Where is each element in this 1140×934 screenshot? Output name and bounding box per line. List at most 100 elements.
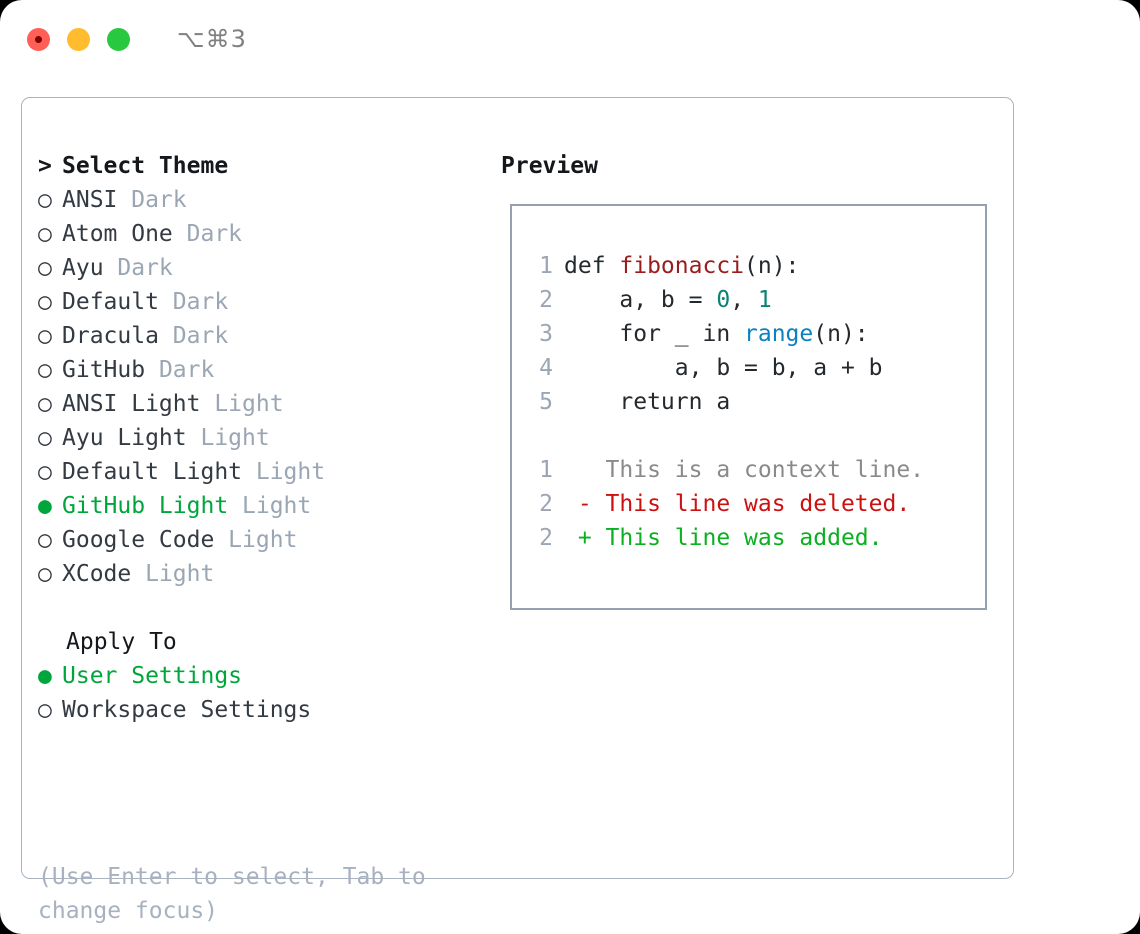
theme-option-row[interactable]: ○ Google Code Light (38, 523, 488, 557)
diff-line-number: 2 (539, 525, 553, 551)
theme-option-name: Default Light (62, 459, 243, 485)
radio-unselected-icon: ○ (38, 255, 52, 281)
theme-option-row[interactable]: ○ Default Light Light (38, 455, 488, 489)
code-blank-line (531, 419, 924, 453)
radio-unselected-icon: ○ (38, 425, 52, 451)
radio-unselected-icon: ○ (38, 527, 52, 553)
theme-option-row[interactable]: ○ Ayu Light Light (38, 421, 488, 455)
theme-option-row[interactable]: ○ GitHub Dark (38, 353, 488, 387)
theme-option-row[interactable]: ● GitHub Light Light (38, 489, 488, 523)
main-panel: >Select Theme ○ANSI Dark○Atom One Dark○A… (21, 97, 1014, 924)
diff-line-text: + This line was added. (564, 525, 883, 551)
code-token-num: 0 (716, 287, 731, 313)
code-token-plain: , (730, 287, 758, 313)
theme-option-variant: Dark (117, 187, 187, 213)
radio-unselected-icon: ○ (38, 561, 52, 587)
preview-title: Preview (501, 153, 598, 179)
code-line-number: 3 (539, 321, 553, 347)
radio-selected-icon: ● (38, 493, 52, 519)
theme-option-name: Default (62, 289, 159, 315)
apply-to-option-list: ● User Settings ○Workspace Settings (38, 659, 488, 727)
radio-selected-icon: ● (38, 663, 52, 689)
code-token-num: 1 (757, 287, 772, 313)
apply-to-option-row[interactable]: ● User Settings (38, 659, 488, 693)
theme-option-row[interactable]: ○Atom One Dark (38, 217, 488, 251)
code-token-plain: (n): (813, 321, 869, 347)
theme-option-variant: Light (131, 561, 215, 587)
theme-option-name: Ayu (62, 255, 104, 281)
diff-line-deleted: 2 - This line was deleted. (531, 487, 924, 521)
radio-unselected-icon: ○ (38, 391, 52, 417)
radio-unselected-icon: ○ (38, 459, 52, 485)
apply-to-option-name: Workspace Settings (62, 697, 312, 723)
traffic-lights (27, 27, 130, 51)
code-line: 1 def fibonacci(n): (531, 249, 924, 283)
zoom-window-button[interactable] (107, 27, 130, 51)
code-token-call: range (744, 321, 814, 347)
theme-option-row[interactable]: ○ ANSI Light Light (38, 387, 488, 421)
close-window-button[interactable] (27, 27, 50, 51)
diff-line-number: 2 (539, 491, 553, 517)
theme-option-name: Google Code (62, 527, 215, 553)
theme-option-row[interactable]: ○ Ayu Dark (38, 251, 488, 285)
code-line-number: 1 (539, 253, 553, 279)
theme-option-name: Ayu Light (62, 425, 187, 451)
diff-line-number: 1 (539, 457, 553, 483)
hint-text: (Use Enter to select, Tab to change focu… (38, 864, 426, 924)
diff-line-text: - This line was deleted. (564, 491, 911, 517)
code-token-plain: for _ in (564, 321, 745, 347)
theme-option-variant: Light (186, 425, 270, 451)
radio-unselected-icon: ○ (38, 289, 52, 315)
theme-picker-heading: >Select Theme (38, 149, 488, 183)
title-bar: ⌥⌘3 (0, 0, 1140, 78)
theme-option-row[interactable]: ○ Default Dark (38, 285, 488, 319)
theme-option-variant: Dark (145, 357, 215, 383)
theme-option-variant: Light (228, 493, 312, 519)
code-token-fn: fibonacci (619, 253, 745, 279)
diff-line-context: 1 This is a context line. (531, 453, 924, 487)
theme-option-name: Atom One (62, 221, 173, 247)
theme-option-variant: Light (200, 391, 284, 417)
apply-to-option-row[interactable]: ○Workspace Settings (38, 693, 488, 727)
section-spacer (38, 591, 488, 625)
code-line-number: 4 (539, 355, 553, 381)
apply-to-title: Apply To (66, 629, 177, 655)
theme-picker: >Select Theme ○ANSI Dark○Atom One Dark○A… (38, 149, 488, 727)
theme-option-list: ○ANSI Dark○Atom One Dark○Ayu Dark○Defaul… (38, 183, 488, 591)
diff-line-added: 2 + This line was added. (531, 521, 924, 555)
code-line: 4 a, b = b, a + b (531, 351, 924, 385)
apply-to-option-name: User Settings (62, 663, 243, 689)
radio-unselected-icon: ○ (38, 323, 52, 349)
theme-option-name: GitHub Light (62, 493, 229, 519)
radio-unselected-icon: ○ (38, 187, 52, 213)
theme-option-name: ANSI (62, 187, 118, 213)
theme-option-variant: Dark (172, 221, 243, 247)
theme-option-variant: Dark (158, 323, 229, 349)
code-token-plain: return a (564, 389, 731, 415)
theme-option-variant: Dark (158, 289, 229, 315)
theme-option-row[interactable]: ○ Dracula Dark (38, 319, 488, 353)
theme-option-variant: Light (214, 527, 298, 553)
minimize-window-button[interactable] (67, 27, 90, 51)
code-line-number: 5 (539, 389, 553, 415)
code-line: 2 a, b = 0, 1 (531, 283, 924, 317)
theme-option-row[interactable]: ○ ANSI Dark (38, 183, 488, 217)
close-icon (35, 35, 42, 43)
code-line: 5 return a (531, 385, 924, 419)
radio-unselected-icon: ○ (38, 357, 52, 383)
theme-option-variant: Light (242, 459, 326, 485)
theme-option-name: Dracula (62, 323, 159, 349)
code-token-plain: (n): (744, 253, 800, 279)
code-token-plain: a, b = b, a + b (564, 355, 883, 381)
theme-option-name: ANSI Light (62, 391, 201, 417)
preview-section: Preview (501, 149, 1001, 183)
code-line: 3 for _ in range(n): (531, 317, 924, 351)
code-token-plain: def (564, 253, 620, 279)
theme-option-variant: Dark (103, 255, 173, 281)
code-token-plain: a, b = (564, 287, 717, 313)
theme-picker-heading-label: Select Theme (62, 153, 229, 179)
theme-option-name: GitHub (62, 357, 146, 383)
theme-option-row[interactable]: ○XCode Light (38, 557, 488, 591)
